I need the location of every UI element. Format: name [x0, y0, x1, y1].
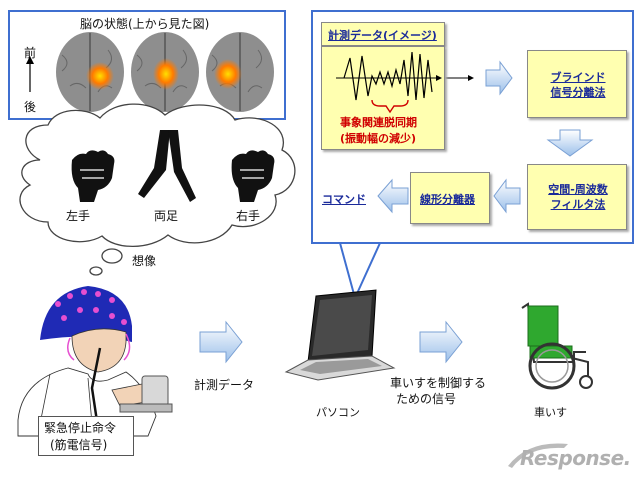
blind-separation-label: ブラインド 信号分離法 [550, 71, 606, 99]
left-fist-icon [71, 150, 115, 202]
command-label: コマンド [322, 193, 366, 206]
response-watermark: Response. [520, 446, 631, 470]
right-fist-icon [231, 150, 275, 202]
brain-right-hand-icon [206, 32, 274, 112]
spatial-filter-label: 空間-周波数 フィルタ法 [548, 183, 608, 211]
measured-data-label: 計測データ [194, 378, 255, 392]
left-hand-label: 左手 [66, 209, 91, 223]
control-signal-label: 車いすを制御する [390, 376, 487, 390]
pc-label: パソコン [316, 406, 360, 419]
arrow-to-pc-icon [199, 320, 243, 364]
arrow-down-icon [546, 129, 594, 157]
linear-classifier-box [410, 172, 490, 224]
blind-separation-box [527, 50, 627, 118]
brain-left-hand-icon [56, 32, 124, 112]
both-feet-icon [138, 130, 196, 202]
imagine-label: 想像 [132, 254, 157, 268]
emergency-stop-box [38, 416, 134, 456]
linear-classifier-label: 線形分離器 [420, 193, 475, 206]
spatial-filter-box [527, 164, 627, 230]
front-back-arrow-icon [26, 56, 34, 92]
laptop-icon [284, 289, 396, 381]
signal-processing-panel [311, 10, 634, 244]
front-label: 前 [24, 46, 37, 60]
wheelchair-icon [521, 302, 593, 390]
brain-panel-title: 脳の状態(上から見た図) [80, 17, 210, 31]
event-related-desync-label: 事象関連脱同期 [340, 116, 417, 129]
amplitude-decrease-label: (振動幅の減少) [340, 132, 417, 145]
arrow-to-blind-icon [485, 60, 513, 96]
person-eeg-cap-icon [17, 286, 173, 437]
brain-both-feet-icon [131, 32, 199, 112]
control-signal-label-2: ための信号 [396, 392, 457, 406]
arrow-to-command-icon [377, 178, 409, 214]
emg-signal-label: (筋電信号) [50, 438, 108, 452]
arrow-to-wheelchair-icon [419, 320, 463, 364]
wheelchair-label: 車いす [534, 406, 567, 419]
emergency-stop-label: 緊急停止命令 [44, 421, 117, 435]
right-hand-label: 右手 [236, 209, 261, 223]
measured-data-title: 計測データ(イメージ) [328, 29, 437, 42]
arrow-to-linear-icon [493, 178, 521, 214]
back-label: 後 [24, 100, 37, 114]
both-feet-label: 両足 [154, 209, 179, 223]
measured-data-title-box [321, 22, 445, 46]
response-logo-icon [508, 443, 568, 468]
